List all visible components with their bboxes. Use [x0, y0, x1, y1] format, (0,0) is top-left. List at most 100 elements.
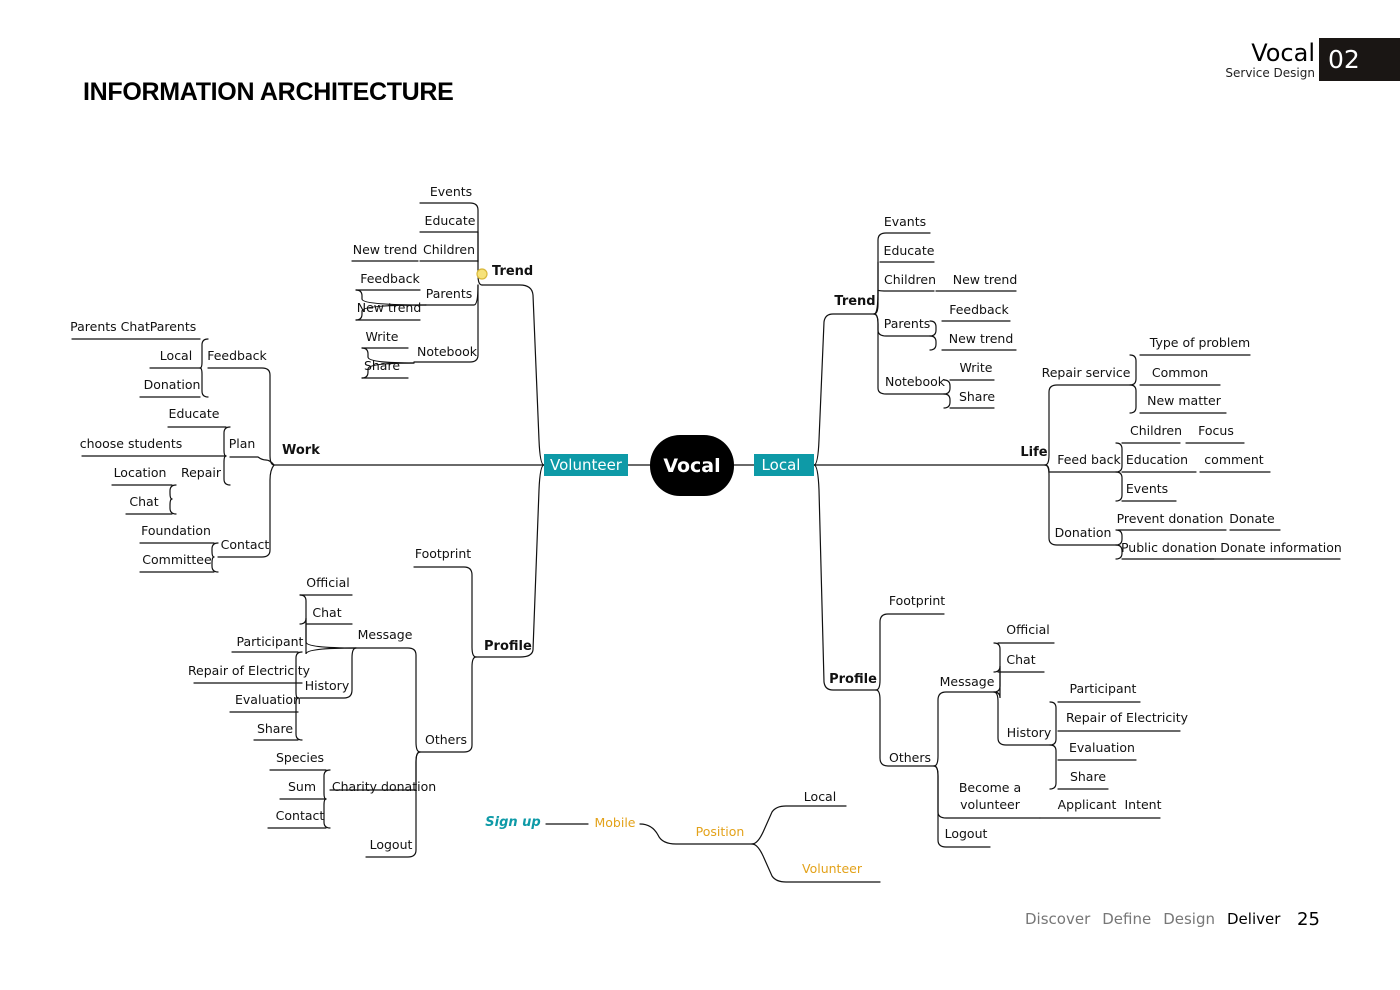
node-l-repair[interactable]: Repair service: [1042, 365, 1131, 380]
node-v-trend-notebook-share[interactable]: Share: [364, 358, 400, 373]
node-l-message-official[interactable]: Official: [1006, 622, 1049, 637]
node-v-history-share[interactable]: Share: [257, 721, 293, 736]
node-l-history-share[interactable]: Share: [1070, 769, 1106, 784]
footer-nav-define[interactable]: Define: [1102, 910, 1152, 928]
node-root[interactable]: Vocal: [663, 455, 720, 477]
node-v-work-repair-location[interactable]: Location: [114, 465, 167, 480]
node-l-trend-children-newtrend[interactable]: New trend: [953, 272, 1018, 287]
node-v-trend-parents[interactable]: Parents: [426, 286, 473, 301]
node-l-life[interactable]: Life: [1020, 445, 1047, 460]
node-l-profile[interactable]: Profile: [829, 672, 877, 687]
node-v-charity-sum[interactable]: Sum: [288, 779, 316, 794]
node-l-trend-notebook-share[interactable]: Share: [959, 389, 995, 404]
node-l-donation[interactable]: Donation: [1055, 525, 1112, 540]
node-volunteer[interactable]: Volunteer: [550, 456, 623, 474]
node-l-feedback-children[interactable]: Children: [1130, 423, 1182, 438]
footer-nav-deliver[interactable]: Deliver: [1227, 910, 1281, 928]
node-v-work-feedback-parents[interactable]: Parents: [150, 319, 197, 334]
node-v-work-plan-educate[interactable]: Educate: [169, 406, 220, 421]
node-l-trend-parents[interactable]: Parents: [884, 316, 931, 331]
node-l-repair-new[interactable]: New matter: [1147, 393, 1222, 408]
node-v-trend-notebook[interactable]: Notebook: [417, 344, 478, 359]
node-v-trend-parents-newtrend[interactable]: New trend: [357, 300, 422, 315]
node-v-message-official[interactable]: Official: [306, 575, 349, 590]
node-l-feedback-children-focus[interactable]: Focus: [1198, 423, 1234, 438]
node-l-profile-others[interactable]: Others: [889, 750, 931, 765]
node-v-trend-parents-feedback[interactable]: Feedback: [360, 271, 420, 286]
footer-nav-discover[interactable]: Discover: [1025, 910, 1091, 928]
local-node[interactable]: [754, 454, 814, 476]
node-v-profile-footprint[interactable]: Footprint: [415, 546, 471, 561]
node-v-work-repair[interactable]: Repair: [181, 465, 222, 480]
node-l-feedback-education-comment[interactable]: comment: [1204, 452, 1263, 467]
node-l-feedback-education[interactable]: Education: [1126, 452, 1188, 467]
node-v-profile-others[interactable]: Others: [425, 732, 467, 747]
node-l-donation-prevent[interactable]: Prevent donation: [1117, 511, 1224, 526]
node-l-history-repair[interactable]: Repair of Electricity: [1066, 710, 1189, 725]
volunteer-node[interactable]: [544, 454, 628, 476]
node-v-history-repair[interactable]: Repair of Electricity: [188, 663, 311, 678]
node-l-repair-common[interactable]: Common: [1152, 365, 1208, 380]
node-v-history[interactable]: History: [305, 678, 350, 693]
node-v-history-participant[interactable]: Participant: [237, 634, 304, 649]
node-l-trend-parents-feedback[interactable]: Feedback: [949, 302, 1009, 317]
node-v-trend[interactable]: Trend: [492, 264, 533, 279]
node-v-charity-contact[interactable]: Contact: [276, 808, 325, 823]
node-l-repair-type[interactable]: Type of problem: [1149, 335, 1250, 350]
node-v-charity-species[interactable]: Species: [276, 750, 324, 765]
node-v-work-contact-committee[interactable]: Committee: [142, 552, 212, 567]
node-v-trend-events[interactable]: Events: [430, 184, 472, 199]
node-v-trend-children[interactable]: Children: [423, 242, 475, 257]
node-v-work[interactable]: Work: [282, 443, 320, 458]
node-l-become-2[interactable]: volunteer: [960, 797, 1021, 812]
node-l-applicant[interactable]: Applicant: [1058, 797, 1117, 812]
node-l-logout[interactable]: Logout: [945, 826, 988, 841]
footer-nav-design[interactable]: Design: [1163, 910, 1215, 928]
node-v-message[interactable]: Message: [358, 627, 413, 642]
node-v-work-contact-foundation[interactable]: Foundation: [141, 523, 211, 538]
node-v-work-feedback[interactable]: Feedback: [207, 348, 267, 363]
node-l-donation-public[interactable]: Public donation: [1121, 540, 1217, 555]
node-l-message[interactable]: Message: [940, 674, 995, 689]
node-l-history-evaluation[interactable]: Evaluation: [1069, 740, 1135, 755]
node-v-history-evaluation[interactable]: Evaluation: [235, 692, 301, 707]
node-v-trend-educate[interactable]: Educate: [425, 213, 476, 228]
node-v-work-plan[interactable]: Plan: [229, 436, 256, 451]
node-v-work-contact[interactable]: Contact: [221, 537, 270, 552]
node-pos-volunteer[interactable]: Volunteer: [802, 861, 863, 876]
root-node[interactable]: [650, 435, 734, 496]
node-l-trend-educate[interactable]: Educate: [884, 243, 935, 258]
node-position[interactable]: Position: [696, 824, 745, 839]
node-local[interactable]: Local: [762, 456, 801, 474]
node-l-donation-prevent-donate[interactable]: Donate: [1229, 511, 1275, 526]
node-v-work-feedback-local[interactable]: Local: [160, 348, 192, 363]
node-l-trend-notebook[interactable]: Notebook: [885, 374, 946, 389]
node-v-charity[interactable]: Charity donation: [332, 779, 436, 794]
node-mobile[interactable]: Mobile: [594, 815, 635, 830]
node-l-donation-public-info[interactable]: Donate information: [1220, 540, 1342, 555]
node-l-profile-footprint[interactable]: Footprint: [889, 593, 945, 608]
node-v-work-repair-chat[interactable]: Chat: [129, 494, 158, 509]
node-v-message-chat[interactable]: Chat: [312, 605, 341, 620]
node-v-logout[interactable]: Logout: [370, 837, 413, 852]
node-l-become-1[interactable]: Become a: [959, 780, 1021, 795]
node-l-history[interactable]: History: [1007, 725, 1052, 740]
node-l-intent[interactable]: Intent: [1124, 797, 1161, 812]
node-l-trend-evants[interactable]: Evants: [884, 214, 926, 229]
node-v-trend-notebook-write[interactable]: Write: [365, 329, 398, 344]
node-signup[interactable]: Sign up: [485, 815, 540, 830]
node-l-trend-children[interactable]: Children: [884, 272, 936, 287]
node-l-history-participant[interactable]: Participant: [1070, 681, 1137, 696]
node-l-trend-parents-newtrend[interactable]: New trend: [949, 331, 1014, 346]
node-v-trend-children-newtrend[interactable]: New trend: [353, 242, 418, 257]
node-l-message-chat[interactable]: Chat: [1006, 652, 1035, 667]
node-pos-local[interactable]: Local: [804, 789, 836, 804]
node-l-feedback[interactable]: Feed back: [1057, 452, 1121, 467]
node-v-work-feedback-donation[interactable]: Donation: [144, 377, 201, 392]
node-l-feedback-events[interactable]: Events: [1126, 481, 1168, 496]
node-l-trend-notebook-write[interactable]: Write: [959, 360, 992, 375]
node-v-work-feedback-parents-chat[interactable]: Parents Chat: [70, 319, 150, 334]
node-v-work-plan-choose[interactable]: choose students: [80, 436, 183, 451]
node-v-profile[interactable]: Profile: [484, 639, 532, 654]
node-l-trend[interactable]: Trend: [834, 294, 875, 309]
